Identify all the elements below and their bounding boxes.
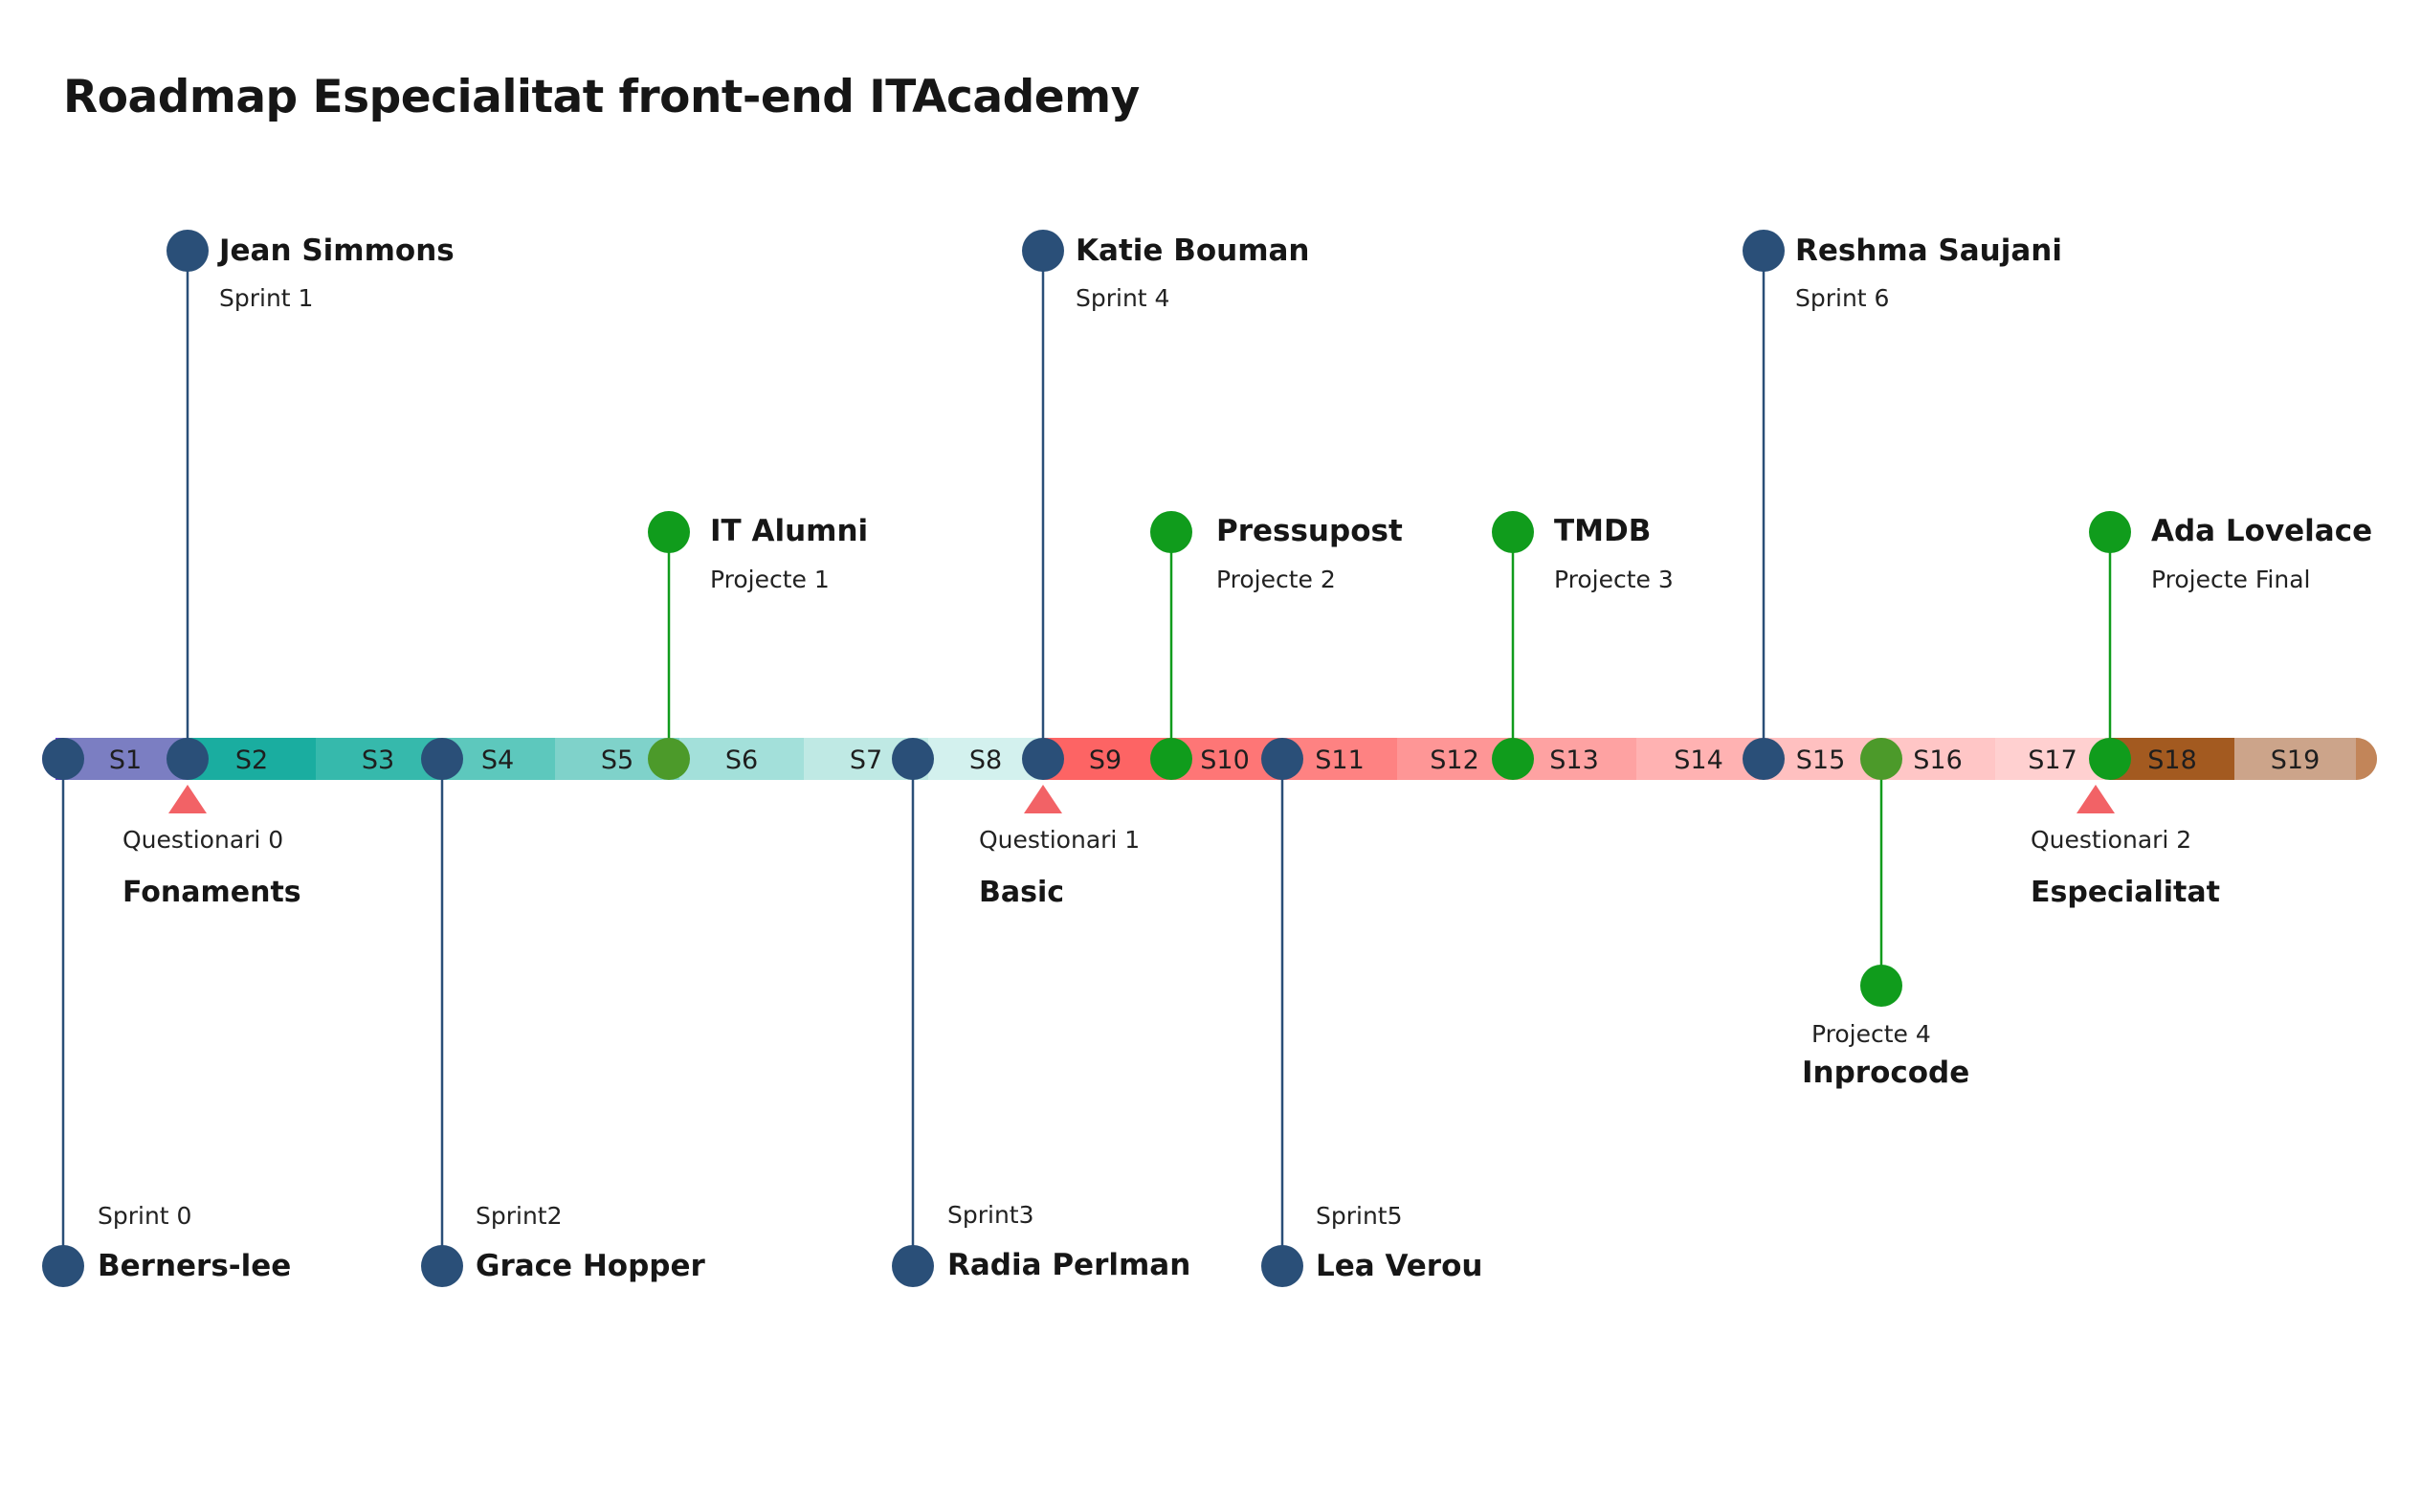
sprint-label: Sprint 4 [1076, 284, 1169, 312]
project-label: Projecte 1 [710, 566, 830, 593]
sprint-marker [1743, 230, 1785, 272]
sprint-name: Reshma Saujani [1795, 233, 2062, 268]
sprint-bar-marker [42, 738, 84, 780]
project-bar-marker [1150, 738, 1192, 780]
segment-label: S8 [969, 745, 1002, 775]
segment-label: S4 [481, 745, 514, 775]
segment-label: S5 [601, 745, 633, 775]
segment-label: S13 [1549, 745, 1599, 775]
questionnaire-marker [1024, 785, 1062, 813]
timeline-segment [316, 738, 440, 780]
segment-label: S6 [725, 745, 758, 775]
sprint-bar-marker [421, 738, 463, 780]
questionnaire-label: Questionari 0 [122, 826, 283, 854]
project-bar-marker [1860, 738, 1902, 780]
questionnaire-label: Questionari 1 [979, 826, 1140, 854]
segment-label: S17 [2028, 745, 2077, 775]
project-name: Ada Lovelace [2151, 514, 2372, 548]
project-marker [2089, 511, 2131, 553]
sprint-name: Lea Verou [1316, 1249, 1482, 1283]
timeline-segment [679, 738, 804, 780]
project-marker [1150, 511, 1192, 553]
segment-label: S11 [1315, 745, 1365, 775]
project-marker [1492, 511, 1534, 553]
sprint-label: Sprint 0 [98, 1202, 191, 1230]
sprint-label: Sprint5 [1316, 1202, 1403, 1230]
sprint-label: Sprint3 [947, 1201, 1034, 1229]
project-label: Projecte 4 [1811, 1020, 1931, 1048]
sprint-bar-marker [167, 738, 209, 780]
project-marker [1860, 965, 1902, 1007]
project-name: TMDB [1554, 514, 1651, 548]
project-bar-marker [1492, 738, 1534, 780]
segment-label: S3 [362, 745, 394, 775]
sprint-name: Radia Perlman [947, 1248, 1190, 1282]
sprint-marker [1022, 230, 1064, 272]
timeline-segment [188, 738, 316, 780]
phase-name: Fonaments [122, 876, 301, 909]
project-name: IT Alumni [710, 514, 868, 548]
phase-name: Especialitat [2031, 876, 2220, 909]
sprint-bar-marker [1022, 738, 1064, 780]
project-label: Projecte 3 [1554, 566, 1674, 593]
sprint-bar-marker [892, 738, 934, 780]
sprint-label: Sprint 6 [1795, 284, 1889, 312]
sprint-name: Katie Bouman [1076, 233, 1310, 268]
sprint-label: Sprint 1 [219, 284, 313, 312]
project-name: Inprocode [1802, 1056, 1969, 1090]
segment-label: S16 [1913, 745, 1963, 775]
sprint-marker [42, 1245, 84, 1287]
segment-label: S14 [1674, 745, 1723, 775]
sprint-name: Grace Hopper [476, 1249, 705, 1283]
segment-label: S9 [1089, 745, 1122, 775]
sprint-name: Jean Simmons [217, 233, 455, 268]
sprint-marker [167, 230, 209, 272]
segment-label: S18 [2147, 745, 2197, 775]
sprint-bar-marker [1743, 738, 1785, 780]
page-title: Roadmap Especialitat front-end ITAcademy [63, 71, 1140, 123]
segment-label: S10 [1200, 745, 1250, 775]
sprint-marker [421, 1245, 463, 1287]
questionnaire-marker [168, 785, 207, 813]
project-bar-marker [648, 738, 690, 780]
questionnaire-label: Questionari 2 [2031, 826, 2191, 854]
timeline-segment [2234, 738, 2356, 780]
sprint-bar-marker [1261, 738, 1303, 780]
project-marker [648, 511, 690, 553]
segment-label: S7 [850, 745, 882, 775]
segment-label: S15 [1796, 745, 1846, 775]
project-bar-marker [2089, 738, 2131, 780]
timeline-segment [1636, 738, 1761, 780]
segment-label: S12 [1430, 745, 1479, 775]
project-label: Projecte 2 [1216, 566, 1336, 593]
segment-label: S1 [109, 745, 142, 775]
sprint-name: Berners-lee [98, 1249, 291, 1283]
project-label: Projecte Final [2151, 566, 2310, 593]
questionnaire-marker [2077, 785, 2115, 813]
segment-label: S19 [2271, 745, 2321, 775]
phase-name: Basic [979, 876, 1064, 909]
sprint-label: Sprint2 [476, 1202, 563, 1230]
segment-label: S2 [235, 745, 268, 775]
sprint-marker [892, 1245, 934, 1287]
project-name: Pressupost [1216, 514, 1403, 548]
sprint-marker [1261, 1245, 1303, 1287]
